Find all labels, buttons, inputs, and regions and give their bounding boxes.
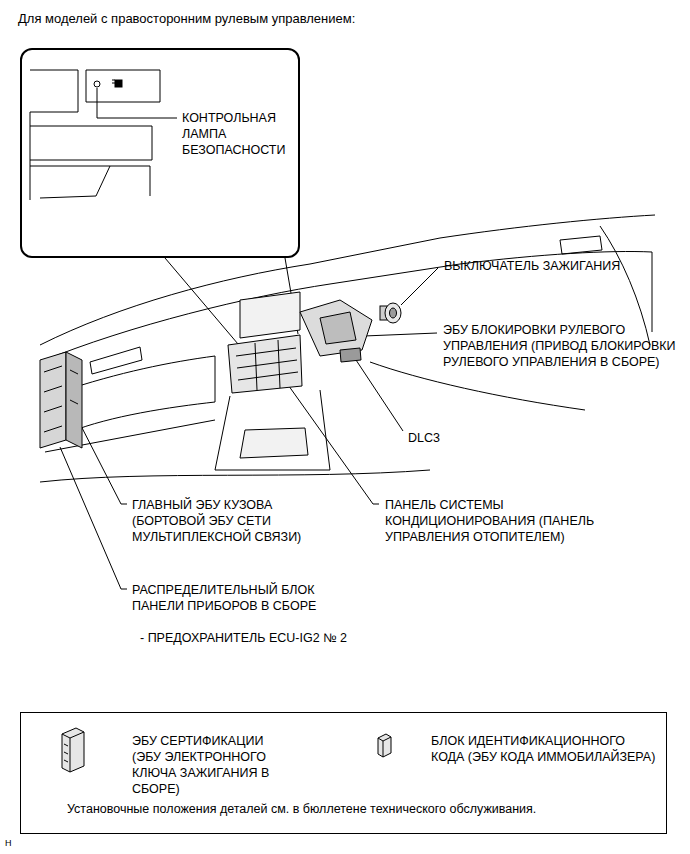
part-label: ПАНЕЛЬ СИСТЕМЫ КОНДИЦИОНИРОВАНИЯ (ПАНЕЛЬ…: [385, 497, 653, 545]
certification-ecu-icon: [64, 744, 68, 762]
leader-line: [60, 88, 438, 589]
body-ecu: [44, 366, 78, 432]
inset-sketch: [110, 166, 150, 196]
certification-ecu-icon: [62, 728, 84, 772]
dashboard-outline: [60, 356, 215, 432]
leader-line: [60, 447, 127, 589]
center-stack: [236, 340, 298, 390]
immobiliser-ecu-icon: [378, 734, 391, 757]
security-lamp: [115, 80, 122, 87]
inset-sketch: [30, 166, 110, 198]
body-ecu: [66, 352, 82, 448]
part-label: БЛОК ИДЕНТИФИКАЦИОННОГО КОДА (ЭБУ КОДА И…: [431, 733, 659, 765]
lamp-label: КОНТРОЛЬНАЯ ЛАМПА БЕЗОПАСНОСТИ: [182, 110, 290, 158]
steering-lock-ecu: [300, 300, 372, 356]
note-text: Установочные положения деталей см. в бюл…: [67, 801, 647, 817]
leader-line: [364, 333, 437, 336]
leader-line: [165, 258, 238, 344]
inset-sketch: [30, 70, 160, 200]
dashboard-outline: [560, 236, 602, 254]
center-stack: [240, 428, 308, 458]
immobiliser-ecu-icon: [378, 737, 391, 757]
ignition-switch: [385, 303, 401, 323]
center-stack: [240, 292, 300, 338]
dlc3-connector: [340, 348, 361, 362]
ignition-switch: [380, 303, 401, 323]
center-stack: [228, 335, 302, 393]
dashboard-outline: [40, 470, 430, 482]
body-ecu: [40, 352, 82, 448]
part-label: DLC3: [408, 430, 488, 446]
dlc3-connector: [340, 348, 361, 362]
part-label: ЭБУ БЛОКИРОВКИ РУЛЕВОГО УПРАВЛЕНИЯ (ПРИВ…: [443, 322, 679, 370]
certification-ecu-icon: [62, 728, 84, 772]
immobiliser-ecu-icon: [378, 734, 391, 757]
ignition-switch: [390, 308, 397, 318]
page-title: Для моделей с правосторонним рулевым упр…: [18, 10, 355, 27]
leader-line: [97, 88, 177, 118]
figure-code: H: [5, 838, 35, 849]
leader-line: [78, 420, 127, 504]
inset-sketch: [30, 70, 78, 112]
part-label: ВЫКЛЮЧАТЕЛЬ ЗАЖИГАНИЯ: [444, 258, 680, 274]
steering-lock-ecu: [300, 300, 372, 356]
dashboard-outline: [90, 347, 142, 374]
inset-box: КОНТРОЛЬНАЯ ЛАМПА БЕЗОПАСНОСТИ: [20, 48, 300, 258]
part-label: ГЛАВНЫЙ ЭБУ КУЗОВА (БОРТОВОЙ ЭБУ СЕТИ МУ…: [132, 497, 322, 545]
dashboard-outline: [370, 362, 585, 410]
security-lamp: [94, 80, 122, 87]
security-lamp: [112, 80, 115, 83]
leader-line: [401, 268, 438, 305]
dashboard-outline: [652, 252, 653, 332]
legend-box: ЭБУ СЕРТИФИКАЦИИ (ЭБУ ЭЛЕКТРОННОГО КЛЮЧА…: [20, 712, 667, 834]
inset-sketch: [30, 112, 31, 200]
security-lamp: [94, 81, 100, 87]
steering-lock-ecu: [320, 312, 356, 344]
center-stack: [215, 390, 330, 470]
inset-sketch: [30, 126, 152, 160]
part-label: РАСПРЕДЕЛИТЕЛЬНЫЙ БЛОК ПАНЕЛИ ПРИБОРОВ В…: [132, 582, 360, 614]
fuse-label: - ПРЕДОХРАНИТЕЛЬ ECU-IG2 № 2: [140, 630, 440, 646]
part-label: ЭБУ СЕРТИФИКАЦИИ (ЭБУ ЭЛЕКТРОННОГО КЛЮЧА…: [132, 733, 284, 797]
certification-ecu-icon: [62, 732, 84, 772]
